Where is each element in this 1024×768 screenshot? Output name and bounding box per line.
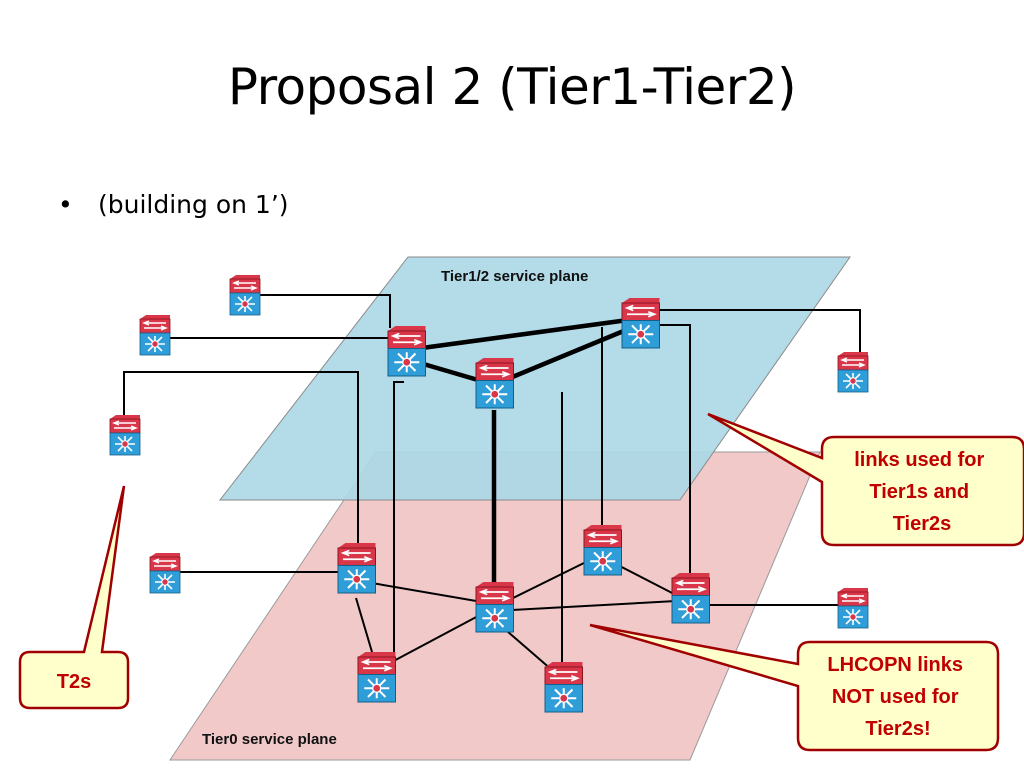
- callout-tier12-links: links used for Tier1s and Tier2s: [707, 412, 1024, 547]
- tier0-plane-label: Tier0 service plane: [202, 731, 337, 748]
- network-switch-icon: [229, 274, 261, 316]
- bullet-item: • (building on 1’): [58, 190, 289, 219]
- callout-t2s: T2s: [18, 485, 130, 710]
- network-switch-icon: [149, 552, 181, 594]
- network-switch-icon: [583, 524, 623, 576]
- callout-tier12-line2: Tier1s and: [869, 481, 969, 503]
- network-switch-icon: [109, 414, 141, 456]
- network-switch-icon: [475, 581, 515, 633]
- network-switch-icon: [475, 357, 515, 409]
- thin-links: [123, 294, 861, 671]
- callout-lhcopn-line3: Tier2s!: [865, 718, 930, 740]
- callout-lhcopn-line2: NOT used for: [832, 686, 959, 708]
- svg-text:LHCOPN links NOT used fo: LHCOPN links NOT used for Tier2s!: [827, 654, 968, 740]
- callout-t2s-text: T2s: [57, 671, 91, 693]
- network-switch-icon: [837, 587, 869, 629]
- network-switch-icon: [621, 297, 661, 349]
- bullet-text: (building on 1’): [98, 190, 289, 219]
- network-switch-icon: [544, 661, 584, 713]
- network-switch-icon: [671, 572, 711, 624]
- bullet-marker: •: [58, 190, 73, 219]
- callout-tier12-line3: Tier2s: [893, 513, 952, 535]
- slide-title: Proposal 2 (Tier1-Tier2): [227, 58, 797, 116]
- network-switch-icon: [337, 542, 377, 594]
- network-switch-icon: [837, 351, 869, 393]
- network-switch-icon: [357, 651, 397, 703]
- thick-links: [419, 317, 629, 585]
- callout-lhcopn-links: LHCOPN links NOT used for Tier2s!: [589, 623, 1000, 752]
- callout-tier12-line1: links used for: [854, 449, 984, 471]
- network-switch-icon: [387, 325, 427, 377]
- svg-text:links used for Tier1s an: links used for Tier1s and Tier2s: [854, 449, 990, 535]
- network-switch-icon: [139, 314, 171, 356]
- tier12-plane-label: Tier1/2 service plane: [441, 268, 588, 285]
- tier12-service-plane: [218, 256, 851, 501]
- callout-lhcopn-line1: LHCOPN links: [827, 654, 963, 676]
